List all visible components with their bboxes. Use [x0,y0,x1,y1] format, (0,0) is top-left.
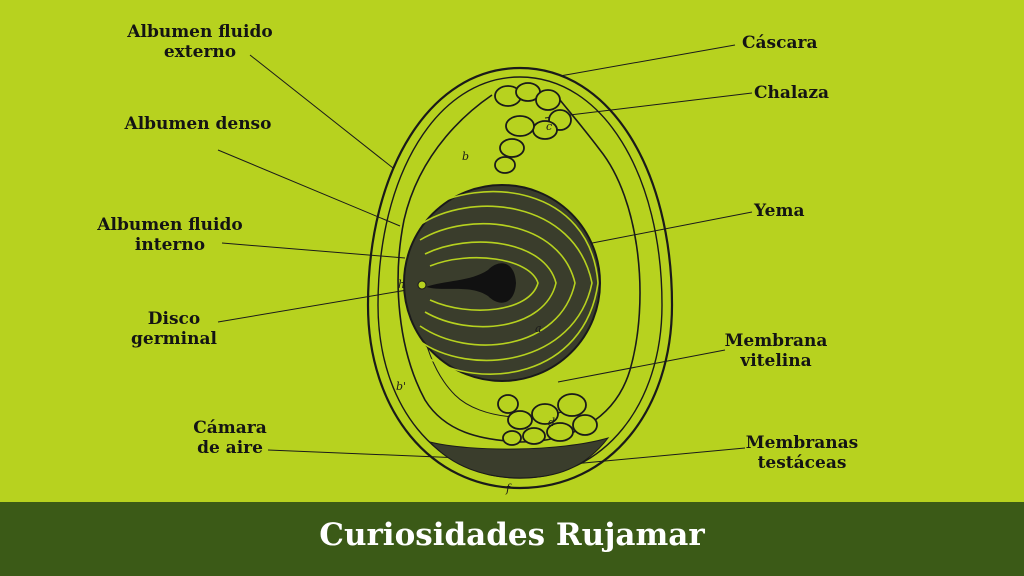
chalaza-bottom [497,393,598,446]
label-camara-de-aire: Cámara de aire [193,418,267,458]
egg-shell-outer [366,66,674,490]
label-albumen-denso: Albumen denso [124,114,272,134]
leader-line-disco-germinal [217,288,414,323]
label-cascara: Cáscara [742,33,818,53]
leader-line-albumen-fluido-interno [221,242,406,259]
diagram-letter-a: a [535,322,542,335]
label-chalaza: Chalaza [754,83,830,103]
footer-title: Curiosidades Rujamar [319,517,705,553]
air-chamber [428,437,610,479]
label-yema: Yema [754,201,805,221]
germinal-disc [417,280,427,290]
latebra [426,263,516,303]
diagram-letter-d: d [548,416,555,429]
leader-line-cascara [559,44,736,77]
egg-diagram: b b' c d a h f [217,44,753,495]
diagram-letter-b: b [462,150,469,163]
leader-line-membrana-vitelina [557,349,726,383]
chalaza-top [494,82,572,174]
yolk-rings [417,190,599,375]
diagram-letter-h: h [398,278,405,291]
diagram-letter-c: c [546,120,552,133]
leader-line-chalaza [544,92,753,119]
leader-line-yema [581,211,753,246]
leader-line-albumen-fluido-externo [249,54,394,169]
label-membranas-testaceas: Membranas testáceas [745,433,859,473]
label-membrana-vitelina: Membrana vitelina [724,331,828,371]
label-disco-germinal: Disco germinal [131,309,217,349]
diagram-letter-b-prime: b' [396,380,406,393]
label-albumen-fluido-externo: Albumen fluido externo [127,22,273,62]
leader-line-albumen-denso [217,149,401,227]
label-albumen-fluido-interno: Albumen fluido interno [97,215,243,255]
diagram-letter-f: f [505,482,512,495]
footer-bar [0,502,1024,576]
